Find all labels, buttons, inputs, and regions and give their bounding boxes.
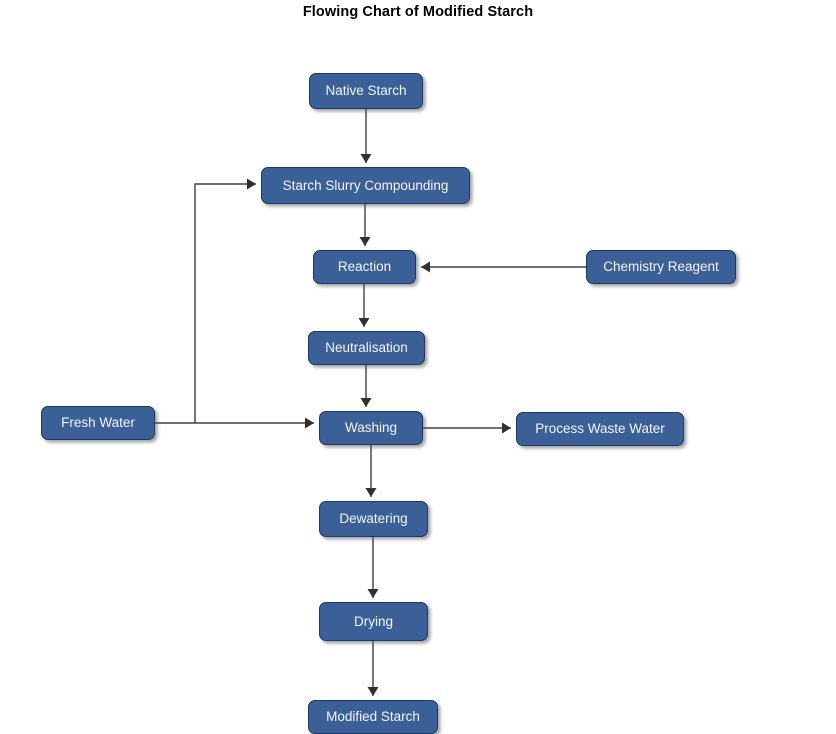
edge-washing-to-process-waste-water xyxy=(423,422,511,434)
edge-native-starch-to-starch-slurry-compounding xyxy=(360,109,372,163)
edge-washing-to-dewatering xyxy=(365,445,377,497)
node-label: Fresh Water xyxy=(61,415,135,431)
edge-starch-slurry-compounding-to-reaction xyxy=(359,204,371,246)
node-label: Chemistry Reagent xyxy=(603,259,719,275)
node-label: Drying xyxy=(353,613,393,629)
node-label: Neutralisation xyxy=(325,340,408,356)
node-dewatering[interactable]: Dewatering xyxy=(319,501,428,537)
node-label: Native Starch xyxy=(325,83,407,99)
node-label: Dewatering xyxy=(339,511,408,527)
node-drying[interactable]: Drying xyxy=(319,602,428,641)
node-label: Washing xyxy=(344,420,398,436)
arrowhead xyxy=(421,261,430,273)
edge-chemistry-reagent-to-reaction xyxy=(421,261,586,273)
node-label: Starch Slurry Compounding xyxy=(282,177,449,193)
edge-line xyxy=(194,183,256,423)
node-fresh-water[interactable]: Fresh Water xyxy=(41,406,155,440)
node-process-waste-water[interactable]: Process Waste Water xyxy=(516,412,684,446)
node-reaction[interactable]: Reaction xyxy=(313,250,416,284)
arrowhead xyxy=(359,237,371,246)
edge-fresh-water-to-starch-slurry-compounding xyxy=(194,178,256,423)
node-chemistry-reagent[interactable]: Chemistry Reagent xyxy=(586,250,736,284)
arrowhead xyxy=(360,398,372,407)
arrowhead xyxy=(247,178,256,190)
edge-dewatering-to-drying xyxy=(367,537,379,598)
node-native-starch[interactable]: Native Starch xyxy=(309,73,423,109)
node-label: Modified Starch xyxy=(326,709,420,725)
arrowhead xyxy=(360,154,372,163)
arrowhead xyxy=(365,488,377,497)
node-label: Process Waste Water xyxy=(535,421,665,437)
node-starch-slurry-compounding[interactable]: Starch Slurry Compounding xyxy=(261,167,470,204)
edge-fresh-water-to-washing xyxy=(155,417,314,429)
edge-drying-to-modified-starch xyxy=(367,641,379,696)
arrowhead xyxy=(358,318,370,327)
arrowhead xyxy=(502,422,511,434)
arrowhead xyxy=(367,589,379,598)
node-label: Reaction xyxy=(337,259,392,275)
edge-neutralisation-to-washing xyxy=(360,365,372,407)
node-washing[interactable]: Washing xyxy=(319,411,423,445)
page-title: Flowing Chart of Modified Starch xyxy=(302,4,534,20)
edge-reaction-to-neutralisation xyxy=(358,284,370,327)
arrowhead xyxy=(305,417,314,429)
arrowhead xyxy=(367,687,379,696)
node-neutralisation[interactable]: Neutralisation xyxy=(308,331,425,365)
node-modified-starch[interactable]: Modified Starch xyxy=(308,700,438,734)
